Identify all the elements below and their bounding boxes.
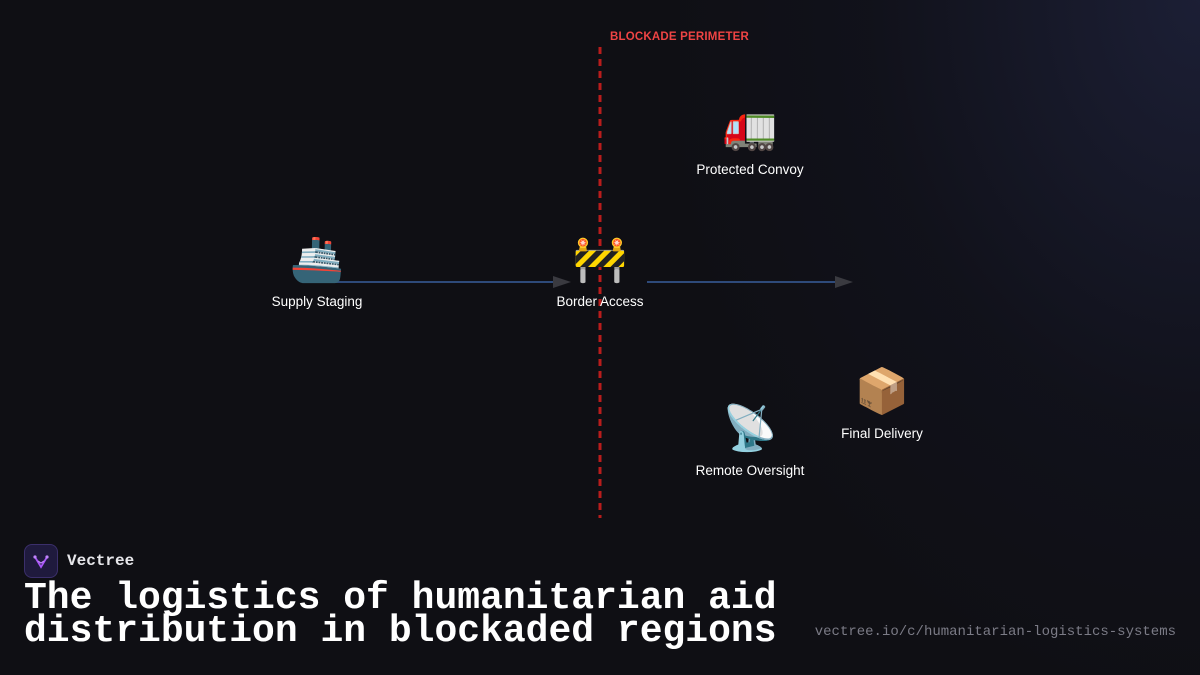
background-glow bbox=[680, 0, 1200, 675]
aid-logistics-diagram: BLOCKADE PERIMETER 🚢 Supply Staging 🚧 Bo… bbox=[227, 31, 972, 518]
node-label: Protected Convoy bbox=[696, 162, 804, 177]
perimeter-label: BLOCKADE PERIMETER bbox=[610, 31, 750, 43]
node-label: Supply Staging bbox=[271, 294, 363, 309]
page-title: The logistics of humanitarian aid distri… bbox=[24, 577, 777, 653]
brand-name: Vectree bbox=[67, 552, 135, 570]
node-label: Remote Oversight bbox=[695, 463, 805, 478]
vectree-logo-icon bbox=[24, 544, 58, 578]
node-label: Final Delivery bbox=[841, 426, 923, 441]
ship-icon: 🚢 bbox=[289, 235, 345, 284]
package-icon: 📦 bbox=[854, 367, 910, 416]
diagram-connectors bbox=[318, 47, 853, 518]
node-final-delivery: 📦 Final Delivery bbox=[792, 366, 972, 441]
node-remote-oversight: 📡 Remote Oversight bbox=[660, 403, 840, 478]
brand: Vectree bbox=[24, 544, 134, 578]
node-protected-convoy: 🚛 Protected Convoy bbox=[660, 102, 840, 177]
node-border-access: 🚧 Border Access bbox=[510, 234, 690, 309]
satellite-dish-icon: 📡 bbox=[722, 404, 778, 453]
arrowhead-border-to-next bbox=[835, 276, 853, 288]
node-label: Border Access bbox=[556, 294, 644, 309]
node-supply-staging: 🚢 Supply Staging bbox=[227, 234, 407, 309]
arrowhead-supply-to-border bbox=[553, 276, 571, 288]
source-url[interactable]: vectree.io/c/humanitarian-logistics-syst… bbox=[814, 624, 1176, 640]
truck-icon: 🚛 bbox=[722, 103, 778, 152]
barrier-icon: 🚧 bbox=[572, 235, 628, 284]
